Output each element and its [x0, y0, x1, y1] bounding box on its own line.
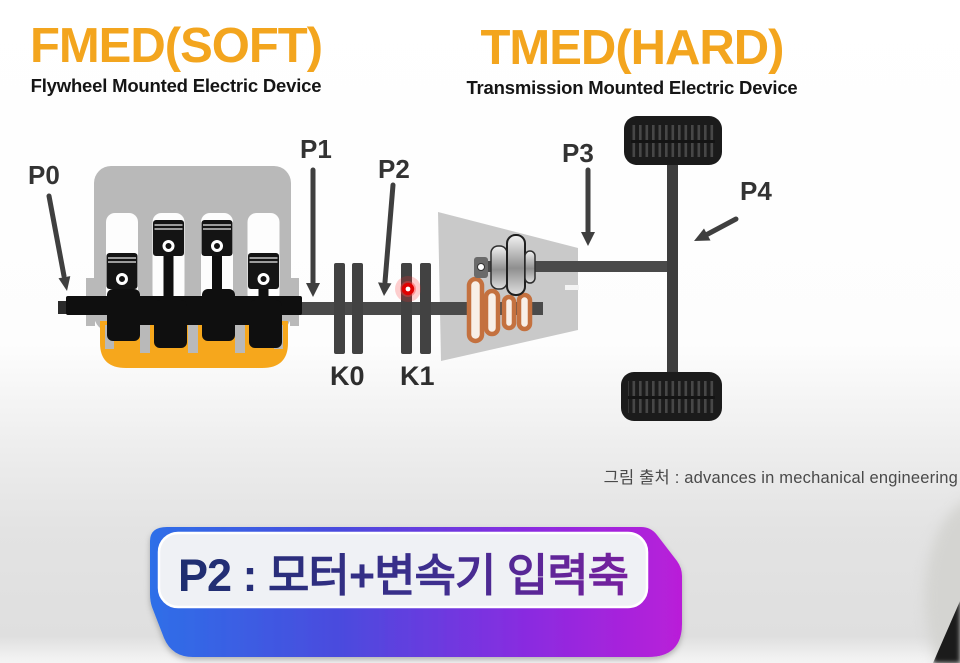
label-p0: P0 [28, 160, 60, 190]
wheel-bottom [621, 372, 722, 421]
piston [153, 220, 184, 256]
arrow-p4 [694, 216, 739, 241]
arrow-p2 [378, 182, 396, 296]
label-p1: P1 [300, 134, 332, 164]
label-k1: K1 [400, 361, 435, 391]
image-source-caption: 그림 출처 : advances in mechanical engineeri… [603, 469, 958, 487]
engine [58, 166, 302, 368]
tmed-subtitle: Transmission Mounted Electric Device [466, 77, 798, 98]
clutch-k0 [334, 263, 363, 354]
crankshaft [58, 289, 302, 348]
motor-gear-discs [474, 234, 536, 296]
arrow-p3 [581, 167, 595, 246]
piston [201, 220, 233, 256]
transmission-gears [466, 276, 533, 344]
p2-indicator-dot [395, 276, 421, 302]
piston [106, 253, 138, 289]
fmed-title: FMED(SOFT) [29, 19, 323, 73]
output-shaft [480, 261, 678, 272]
fmed-header: FMED(SOFT) Flywheel Mounted Electric Dev… [10, 22, 342, 97]
label-p2: P2 [378, 154, 410, 184]
banner-plate [157, 531, 649, 609]
axle-shaft [667, 162, 678, 374]
tmed-title: TMED(HARD) [480, 21, 785, 75]
wheel-top [624, 116, 722, 165]
arrow-p1 [306, 167, 320, 297]
piston [248, 253, 279, 289]
housing-notch [565, 285, 579, 290]
label-p4: P4 [740, 176, 772, 206]
banner-text: P2 : 모터+변속기 입력축 [178, 550, 628, 601]
pistons [106, 220, 279, 289]
fmed-subtitle: Flywheel Mounted Electric Device [30, 75, 322, 96]
tmed-header: TMED(HARD) Transmission Mounted Electric… [443, 24, 821, 99]
engine-block [94, 166, 291, 332]
label-p3: P3 [562, 138, 594, 168]
label-k0: K0 [330, 361, 365, 391]
arrow-p0 [46, 193, 71, 291]
